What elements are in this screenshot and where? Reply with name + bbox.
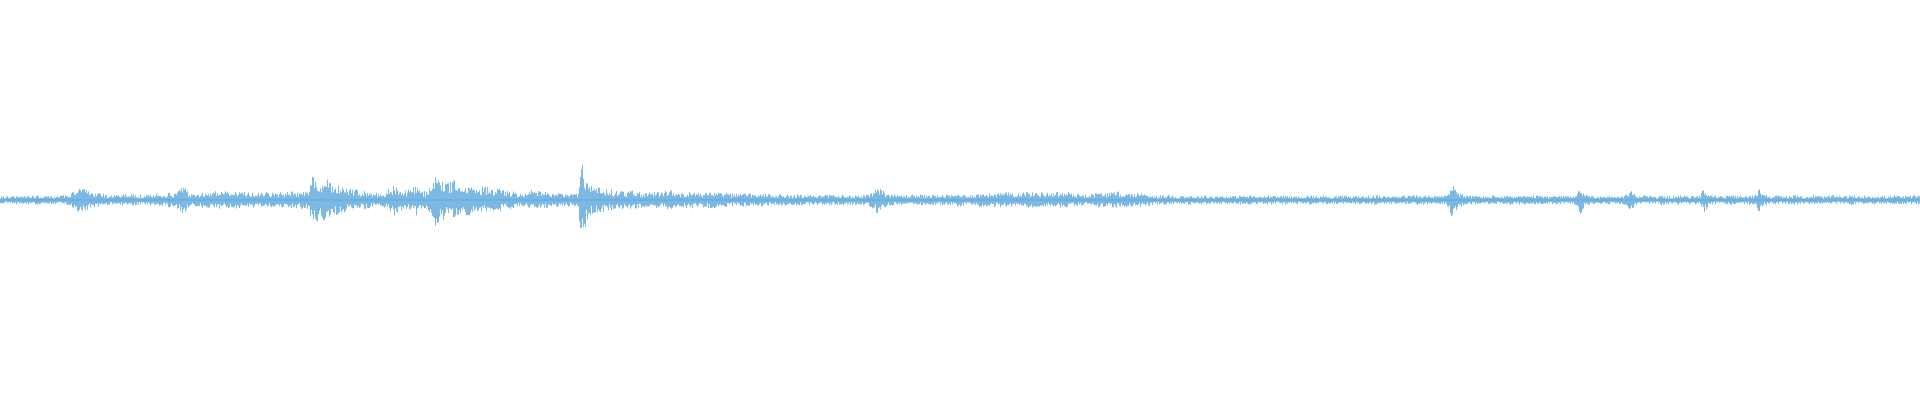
waveform-trace — [0, 164, 1920, 229]
waveform-path — [0, 164, 1920, 229]
